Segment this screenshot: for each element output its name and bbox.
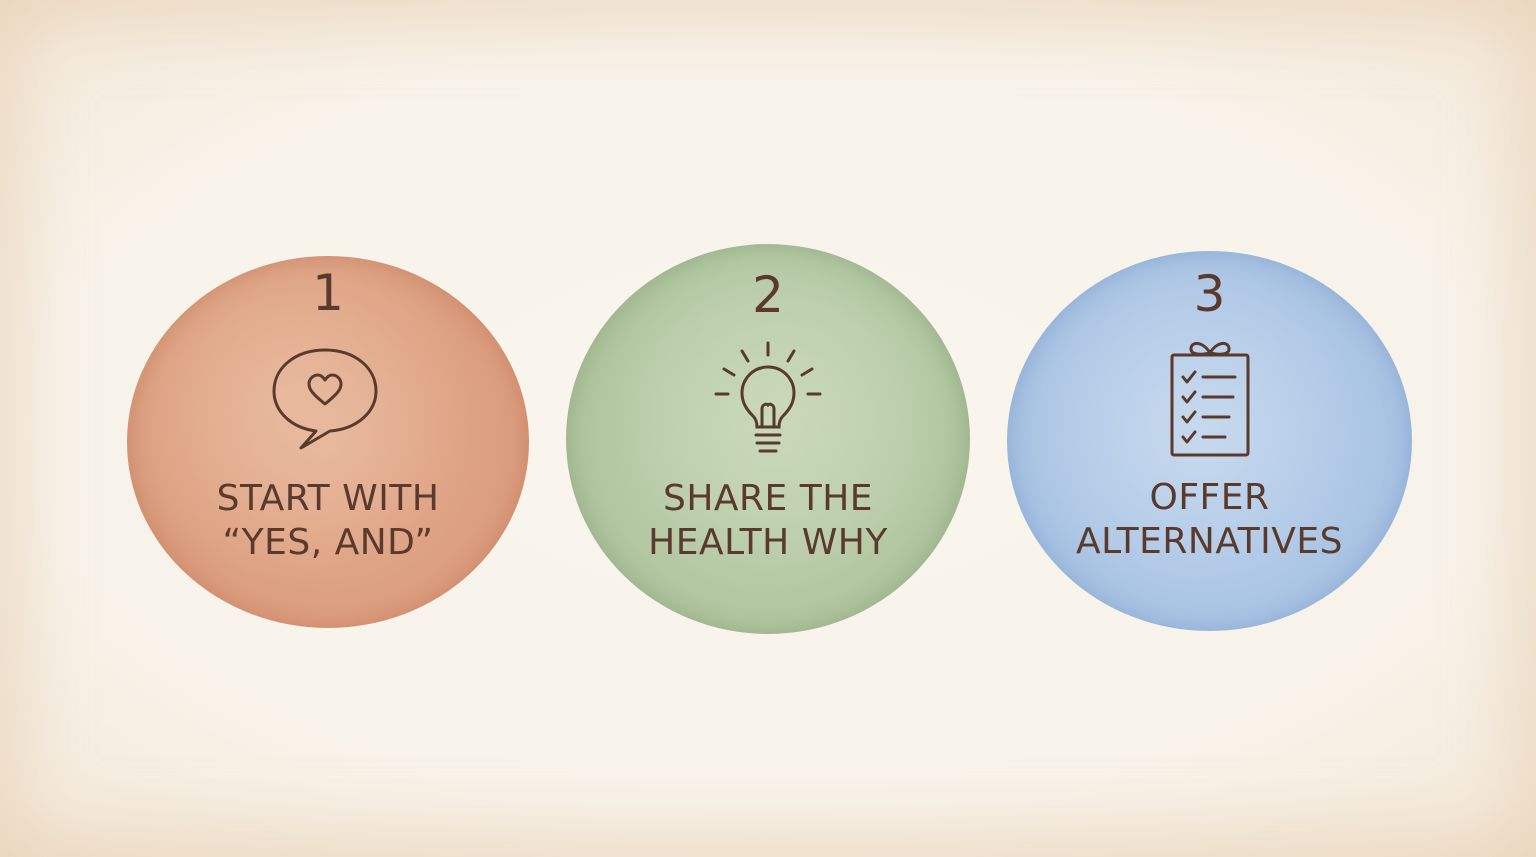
- step-3-label-line-1: OFFER: [1149, 477, 1270, 518]
- step-1-circle: 1 START WITH “YES, AND”: [127, 256, 529, 628]
- gift-checklist-icon: [1170, 342, 1250, 457]
- step-1-label-line-2: “YES, AND”: [222, 522, 434, 563]
- step-3-watercolor-wash: [1007, 251, 1412, 631]
- step-3-label: OFFER ALTERNATIVES: [1007, 476, 1412, 564]
- step-3-circle: 3 OFFER ALTERNATIVES: [1007, 251, 1412, 631]
- step-3-number: 3: [1193, 265, 1226, 323]
- step-1-label-line-1: START WITH: [216, 478, 440, 519]
- step-2-label: SHARE THE HEALTH WHY: [566, 477, 970, 565]
- step-2-number: 2: [752, 266, 784, 324]
- heart-speech-bubble-icon: [272, 348, 378, 450]
- step-2-label-line-2: HEALTH WHY: [648, 522, 888, 563]
- step-1-number: 1: [312, 264, 344, 322]
- step-1-watercolor-wash: [127, 256, 529, 628]
- step-2-label-line-1: SHARE THE: [662, 478, 874, 519]
- step-1-label: START WITH “YES, AND”: [127, 477, 529, 565]
- step-2-watercolor-wash: [566, 244, 970, 634]
- step-2-circle: 2 SHARE THE HEALTH WHY: [566, 244, 970, 634]
- step-3-label-line-2: ALTERNATIVES: [1075, 521, 1344, 562]
- lightbulb-icon: [714, 341, 822, 453]
